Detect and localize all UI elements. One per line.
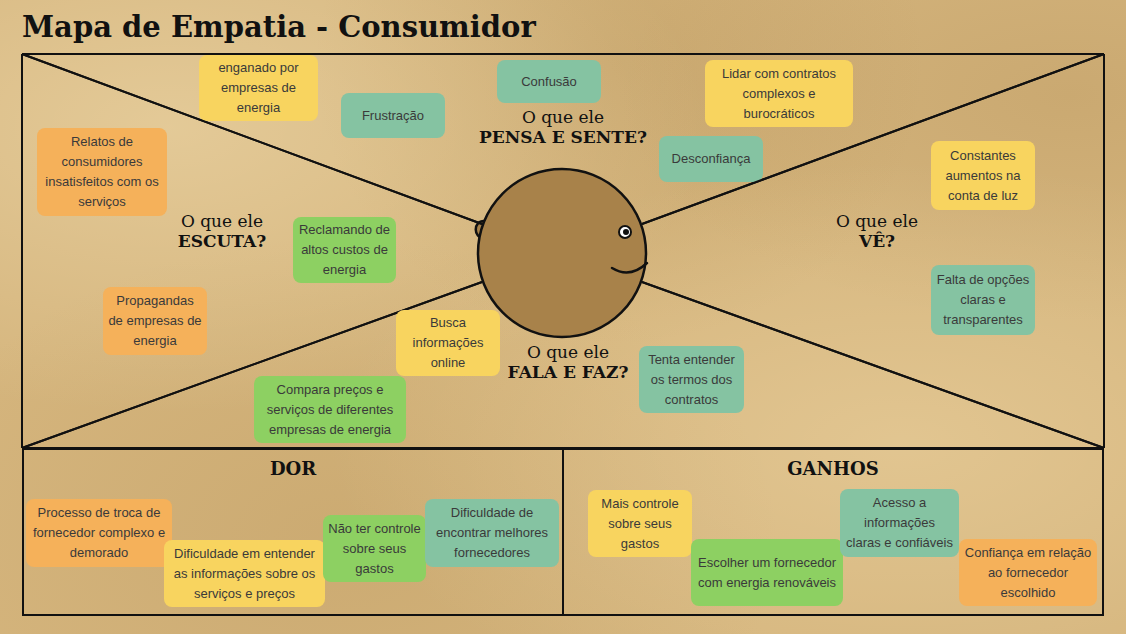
sticky-note: Tenta entender os termos dos contratos [639, 346, 744, 413]
panel-box: GANHOS Mais controle sobre seus gastosEsc… [562, 448, 1104, 616]
sticky-note: Escolher um fornecedor com energia renov… [691, 539, 843, 606]
sticky-note: Mais controle sobre seus gastos [588, 490, 692, 557]
note-text: Acesso a informações claras e confiáveis [845, 493, 954, 553]
head-eye [619, 226, 631, 238]
note-text: Não ter controle sobre seus gastos [328, 519, 421, 579]
note-text: Escolher um fornecedor com energia renov… [696, 553, 838, 593]
diagram-title: Mapa de Empatia - Consumidor [22, 10, 536, 44]
note-text: Dificuldade de encontrar melhores fornec… [430, 503, 554, 563]
note-text: Mais controle sobre seus gastos [593, 494, 687, 554]
sticky-note: Compara preços e serviços de diferentes … [254, 376, 406, 443]
head-pupil [623, 229, 629, 235]
sticky-note: Dificuldade de encontrar melhores fornec… [425, 499, 559, 567]
sticky-note: Desconfiança [659, 136, 763, 182]
note-text: Desconfiança [664, 149, 758, 169]
panel-box: DOR Processo de troca de fornecedor compl… [22, 448, 564, 616]
heading-lead: O que ele [757, 211, 997, 231]
head-ear [476, 221, 484, 238]
quadrant-line [22, 54, 482, 448]
note-text: enganado por empresas de energia [204, 58, 313, 118]
sticky-note: Acesso a informações claras e confiáveis [840, 489, 959, 557]
note-text: Relatos de consumidores insatisfeitos co… [42, 132, 162, 212]
sticky-note: Propagandas de empresas de energia [103, 287, 207, 355]
note-text: Falta de opções claras e transparentes [936, 270, 1030, 330]
heading-main: PENSA E SENTE? [443, 127, 683, 147]
note-text: Lidar com contratos complexos e burocrát… [710, 64, 848, 124]
sticky-note: Lidar com contratos complexos e burocrát… [705, 60, 853, 127]
note-text: Frustração [346, 106, 440, 126]
sticky-note: Busca informações online [396, 310, 500, 376]
quadrant-region: O que eleFALA E FAZ?Busca informações on… [22, 253, 1104, 448]
note-text: Compara preços e serviços de diferentes … [259, 380, 401, 440]
head-circle [478, 169, 646, 337]
note-text: Propagandas de empresas de energia [108, 291, 202, 351]
sticky-note: Falta de opções claras e transparentes [931, 265, 1035, 335]
quadrant-line [22, 54, 1104, 224]
panel-heading: GANHOS [564, 458, 1102, 479]
head-smile [612, 263, 647, 272]
note-text: Confiança em relação ao fornecedor escol… [964, 543, 1092, 603]
sticky-note: Confusão [497, 60, 601, 103]
sticky-note: Frustração [341, 93, 445, 138]
panel-heading: DOR [24, 458, 562, 479]
note-text: Busca informações online [401, 313, 495, 373]
sticky-note: Processo de troca de fornecedor complexo… [26, 499, 172, 567]
sticky-note: Confiança em relação ao fornecedor escol… [959, 539, 1097, 606]
quadrant-line [22, 282, 1104, 448]
heading-main: VÊ? [757, 231, 997, 251]
sticky-note: Não ter controle sobre seus gastos [323, 515, 426, 582]
quadrant-heading: O que elePENSA E SENTE? [443, 107, 683, 147]
sticky-note: Dificuldade em entender as informações s… [164, 540, 325, 607]
quadrant-heading: O que eleVÊ? [757, 211, 997, 251]
note-text: Confusão [502, 72, 596, 92]
note-text: Tenta entender os termos dos contratos [644, 350, 739, 410]
sticky-note: Relatos de consumidores insatisfeitos co… [37, 128, 167, 216]
heading-lead: O que ele [443, 107, 683, 127]
sticky-note: Constantes aumentos na conta de luz [931, 141, 1035, 210]
sticky-note: enganado por empresas de energia [199, 55, 318, 121]
note-text: Reclamando de altos custos de energia [298, 220, 391, 280]
note-text: Processo de troca de fornecedor complexo… [31, 503, 167, 563]
note-text: Constantes aumentos na conta de luz [936, 146, 1030, 206]
sticky-note: Reclamando de altos custos de energia [293, 217, 396, 283]
note-text: Dificuldade em entender as informações s… [169, 544, 320, 604]
